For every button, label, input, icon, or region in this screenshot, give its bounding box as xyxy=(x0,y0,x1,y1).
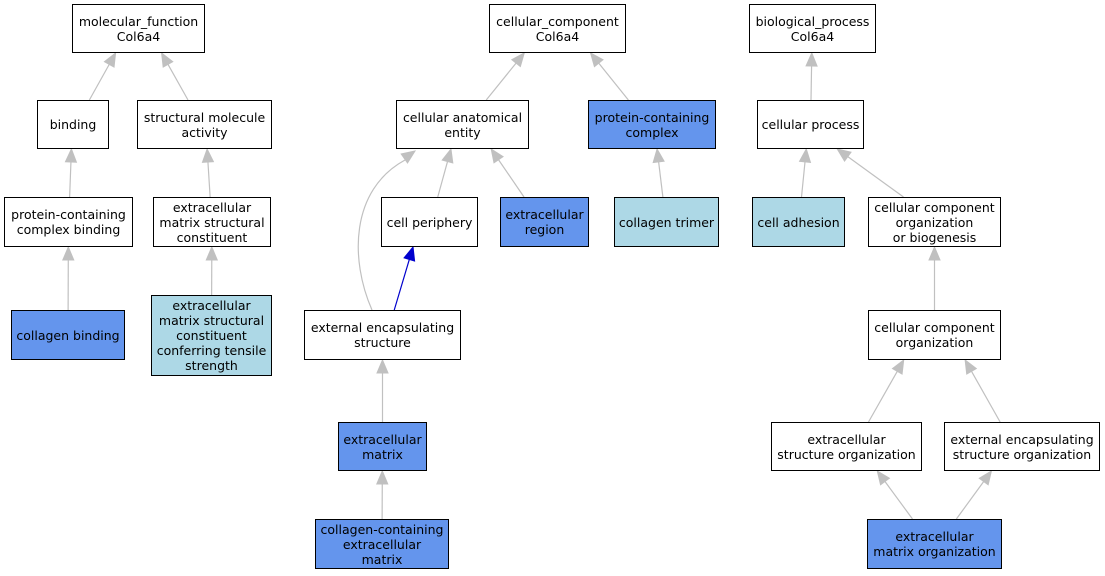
node-cell-adhesion[interactable]: cell adhesion xyxy=(752,197,845,247)
node-label: cell periphery xyxy=(386,214,473,230)
node-label: collagen trimer xyxy=(618,214,715,230)
node-label: molecular_function Col6a4 xyxy=(78,13,199,44)
node-cc-organization[interactable]: cellular component organization xyxy=(868,310,1001,360)
node-collagen-binding[interactable]: collagen binding xyxy=(11,310,125,360)
edge-line xyxy=(167,64,189,101)
edge-arrowhead xyxy=(490,147,504,164)
edge-arrowhead xyxy=(160,51,174,68)
edge-arrowhead xyxy=(805,51,818,67)
node-label: structural molecule activity xyxy=(143,109,266,140)
node-label: external encapsulating structure xyxy=(310,320,455,350)
node-external-encapsulating-structure[interactable]: external encapsulating structure xyxy=(304,310,461,360)
node-ecm-structural-constituent[interactable]: extracellular matrix structural constitu… xyxy=(153,197,271,247)
node-structural-molecule-activity[interactable]: structural molecule activity xyxy=(137,100,272,149)
node-label: protein-containing complex binding xyxy=(11,207,126,237)
edge-arrowhead xyxy=(403,245,416,262)
edge-arrowhead xyxy=(205,245,219,261)
edge-line xyxy=(207,161,211,198)
node-ecm-organization[interactable]: extracellular matrix organization xyxy=(867,519,1002,569)
node-label: cellular_component Col6a4 xyxy=(496,13,619,44)
node-label: extracellular matrix structural constitu… xyxy=(159,199,265,245)
node-cell-periphery[interactable]: cell periphery xyxy=(381,197,478,247)
node-label: protein-containing complex xyxy=(594,109,710,140)
node-extracellular-structure-organization[interactable]: extracellular structure organization xyxy=(771,422,922,471)
edge-line xyxy=(485,62,517,101)
node-label: cellular process xyxy=(761,117,860,132)
edge-line xyxy=(498,159,525,198)
node-label: cell adhesion xyxy=(757,214,840,230)
node-label: biological_process Col6a4 xyxy=(755,13,870,44)
edge-arrowhead xyxy=(441,147,454,164)
edge-arrowhead xyxy=(64,147,78,163)
node-cc-organization-or-biogenesis[interactable]: cellular component organization or bioge… xyxy=(868,197,1001,247)
node-label: collagen-containing extracellular matrix xyxy=(320,521,444,567)
node-collagen-trimer[interactable]: collagen trimer xyxy=(614,197,719,247)
edge-line xyxy=(88,64,110,101)
node-label: extracellular matrix xyxy=(343,431,422,462)
edge-line xyxy=(867,371,898,423)
node-label: cellular component organization or bioge… xyxy=(874,199,995,245)
edge-line xyxy=(847,156,904,198)
node-extracellular-region[interactable]: extracellular region xyxy=(500,197,589,247)
edge-arrowhead xyxy=(510,52,526,68)
edge-arrowhead xyxy=(62,245,75,261)
edge-arrowhead xyxy=(891,358,905,375)
edge-line xyxy=(598,62,629,101)
edge-line xyxy=(810,65,813,101)
node-external-encapsulating-structure-organization[interactable]: external encapsulating structure organiz… xyxy=(944,422,1100,471)
edge-arrowhead xyxy=(376,469,389,485)
node-molecular-function-root[interactable]: molecular_function Col6a4 xyxy=(72,4,205,53)
edge-line xyxy=(357,159,406,311)
edge-line xyxy=(69,161,72,198)
node-label: extracellular structure organization xyxy=(777,431,916,462)
edge-line xyxy=(884,481,913,520)
edge-arrowhead xyxy=(103,51,117,68)
node-extracellular-matrix[interactable]: extracellular matrix xyxy=(338,422,427,471)
edge-arrowhead xyxy=(652,147,665,164)
edge-line xyxy=(955,481,985,520)
node-ecm-tensile-strength[interactable]: extracellular matrix structural constitu… xyxy=(151,295,272,376)
edge-line xyxy=(800,161,806,198)
edge-line xyxy=(437,161,449,198)
edge-line xyxy=(393,259,410,311)
node-label: cellular anatomical entity xyxy=(402,109,523,140)
edge-arrowhead xyxy=(798,147,812,164)
edge-arrowhead xyxy=(978,469,993,486)
node-label: extracellular matrix structural constitu… xyxy=(156,298,267,373)
edge-arrowhead xyxy=(201,147,215,163)
node-label: extracellular matrix organization xyxy=(873,529,996,559)
node-binding[interactable]: binding xyxy=(37,100,109,149)
node-label: collagen binding xyxy=(16,327,120,343)
node-protein-containing-complex[interactable]: protein-containing complex xyxy=(588,100,716,149)
node-protein-containing-complex-binding[interactable]: protein-containing complex binding xyxy=(4,197,133,247)
edge-arrowhead xyxy=(376,358,389,374)
node-label: extracellular region xyxy=(505,207,584,237)
edge-arrowhead xyxy=(836,148,852,162)
node-collagen-containing-ecm[interactable]: collagen-containing extracellular matrix xyxy=(315,519,449,569)
edge-arrowhead xyxy=(876,469,891,486)
edge-arrowhead xyxy=(589,52,604,68)
edge-line xyxy=(658,161,664,198)
edge-arrowhead xyxy=(928,245,941,261)
edge-line xyxy=(970,371,1001,423)
node-cellular-component-root[interactable]: cellular_component Col6a4 xyxy=(489,4,626,53)
node-biological-process-root[interactable]: biological_process Col6a4 xyxy=(749,4,876,53)
node-label: cellular component organization xyxy=(874,320,995,350)
node-label: binding xyxy=(49,117,97,132)
edge-arrowhead xyxy=(964,358,978,375)
node-label: external encapsulating structure organiz… xyxy=(950,431,1094,462)
node-cellular-process[interactable]: cellular process xyxy=(757,100,864,149)
node-cellular-anatomical-entity[interactable]: cellular anatomical entity xyxy=(396,100,529,149)
edge-arrowhead xyxy=(400,150,417,164)
